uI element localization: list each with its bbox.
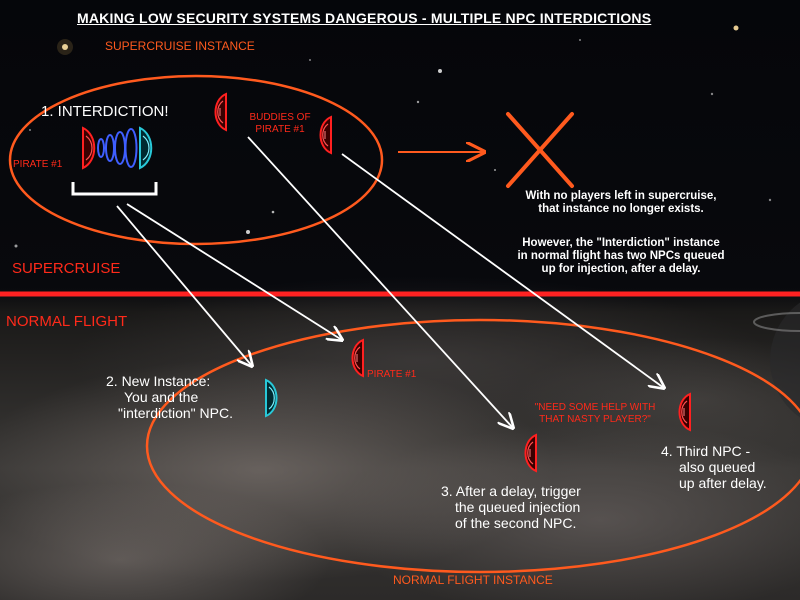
step-4-line3: up after delay.	[679, 475, 767, 492]
note-queued-npcs-line1: However, the "Interdiction" instance	[522, 237, 720, 249]
step-2-label: 2. New Instance: You and the "interdicti…	[106, 373, 233, 421]
interdiction-wave-icon	[97, 128, 138, 168]
diagram-title: MAKING LOW SECURITY SYSTEMS DANGEROUS - …	[77, 10, 652, 26]
ship-red-icon	[351, 339, 364, 377]
step-2-line1: 2. New Instance:	[106, 373, 211, 389]
ship-cyan-icon	[139, 126, 153, 170]
npc-quote-line1: "NEED SOME HELP WITH	[534, 402, 656, 413]
note-instance-gone: With no players left in supercruise, tha…	[496, 190, 746, 216]
buddies-label: BUDDIES OF PIRATE #1	[240, 112, 320, 135]
supercruise-instance-label: SUPERCRUISE INSTANCE	[105, 39, 255, 53]
ship-red-icon	[214, 93, 227, 131]
note-instance-gone-line1: With no players left in supercruise,	[525, 190, 717, 202]
normal-flight-zone-label: NORMAL FLIGHT	[6, 313, 128, 330]
starfield	[14, 25, 772, 261]
ship-cyan-icon	[265, 378, 278, 418]
step-4-line2: also queued	[679, 459, 756, 476]
buddies-label-line1: BUDDIES OF	[249, 112, 311, 123]
ship-red-icon	[524, 434, 537, 472]
step-4-line1: 4. Third NPC -	[661, 443, 751, 459]
step-3-label: 3. After a delay, trigger the queued inj…	[441, 483, 581, 531]
pirate-1-normal-label: PIRATE #1	[367, 369, 417, 380]
buddies-label-line2: PIRATE #1	[255, 123, 305, 135]
arrow-icon	[341, 153, 664, 388]
ship-red-icon	[82, 126, 96, 170]
bracket-icon	[71, 182, 158, 196]
planet	[753, 302, 800, 418]
step-2-line2: You and the	[124, 389, 199, 406]
note-queued-npcs-line2: in normal flight has two NPCs queued	[517, 250, 725, 263]
step-4-label: 4. Third NPC - also queued up after dela…	[661, 443, 767, 491]
arrow-icon	[116, 205, 252, 366]
step-2-line3: "interdiction" NPC.	[118, 405, 233, 422]
note-queued-npcs-line3: up for injection, after a delay.	[541, 263, 701, 276]
interdiction-step-label: 1. INTERDICTION!	[41, 103, 169, 120]
pirate-1-label: PIRATE #1	[13, 159, 63, 170]
npc-quote-label: "NEED SOME HELP WITH THAT NASTY PLAYER?"	[520, 402, 670, 425]
npc-quote-line2: THAT NASTY PLAYER?"	[539, 413, 651, 425]
step-3-line1: 3. After a delay, trigger	[441, 483, 581, 499]
ship-red-icon	[678, 393, 691, 431]
supercruise-zone-label: SUPERCRUISE	[12, 260, 121, 277]
supercruise-instance-ellipse	[8, 74, 384, 246]
normal-flight-instance-ellipse	[145, 318, 800, 574]
arrow-icon	[126, 203, 342, 340]
arrow-icon	[247, 136, 513, 428]
cross-icon	[506, 112, 574, 188]
ship-red-icon	[319, 116, 332, 154]
note-instance-gone-line2: that instance no longer exists.	[538, 203, 704, 216]
note-queued-npcs: However, the "Interdiction" instance in …	[496, 237, 746, 277]
step-3-line3: of the second NPC.	[455, 515, 577, 532]
step-3-line2: the queued injection	[455, 499, 581, 516]
normal-flight-instance-label: NORMAL FLIGHT INSTANCE	[393, 573, 553, 587]
